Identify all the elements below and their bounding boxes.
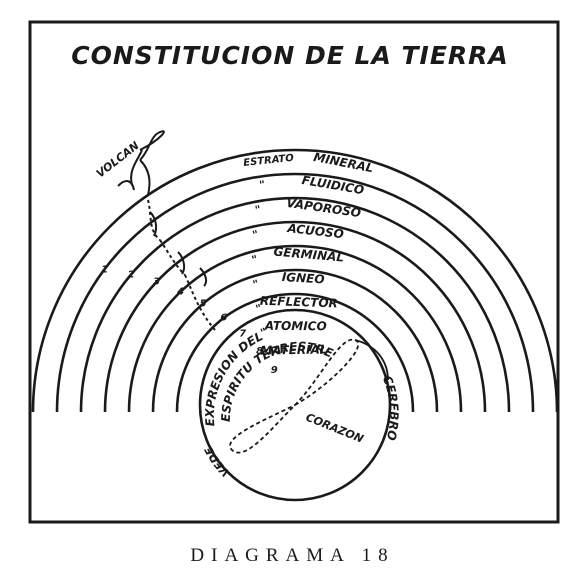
stratum-number: 6	[220, 312, 227, 323]
volcano-label: VOLCAN	[94, 139, 142, 180]
diagram-title: CONSTITUCION DE LA TIERRA	[71, 41, 509, 70]
stratum-name: IGNEO	[281, 270, 325, 287]
stratum-prefix: "	[254, 302, 264, 316]
brain-connector-line	[354, 339, 389, 381]
stratum-prefix: "	[250, 253, 259, 267]
volcano-icon	[117, 130, 216, 331]
stratum-number: 9	[271, 365, 278, 376]
stratum-name: REFLECTOR	[260, 294, 338, 311]
stratum-prefix: "	[251, 228, 259, 242]
figure-eight-curve	[229, 338, 359, 454]
stratum-arc	[31, 148, 559, 413]
stratum-arc	[55, 172, 535, 413]
stratum-arc	[151, 268, 439, 413]
stratum-prefix: "	[265, 349, 275, 363]
stratum-prefix: "	[254, 203, 262, 217]
stratum-prefix: ESTRATO	[243, 153, 295, 169]
stratum-arc	[79, 196, 511, 413]
stratum-number: 4	[176, 286, 184, 297]
stratum-number: 1	[101, 265, 108, 276]
stratum-name: ATOMICO	[264, 319, 327, 334]
diagram-frame	[28, 20, 560, 524]
stratum-name: ACUOSO	[286, 221, 345, 241]
stratum-prefix: "	[259, 178, 267, 192]
stratum-number: 2	[128, 269, 135, 280]
stratum-arc	[127, 244, 463, 413]
stratum-prefix: "	[259, 325, 269, 339]
stratum-name: GERMINAL	[273, 245, 345, 265]
stratum-number: 8	[256, 346, 263, 357]
stratum-prefix: "	[251, 277, 260, 291]
stratum-arc	[103, 220, 487, 413]
stratum-number: 5	[200, 298, 207, 309]
stratum-number: 7	[239, 328, 246, 339]
diagram-caption: DIAGRAMA 18	[190, 545, 395, 566]
stratum-name: MATERIAL	[260, 342, 327, 357]
stratum-number: 3	[153, 277, 160, 288]
stratum-arc	[175, 292, 415, 413]
